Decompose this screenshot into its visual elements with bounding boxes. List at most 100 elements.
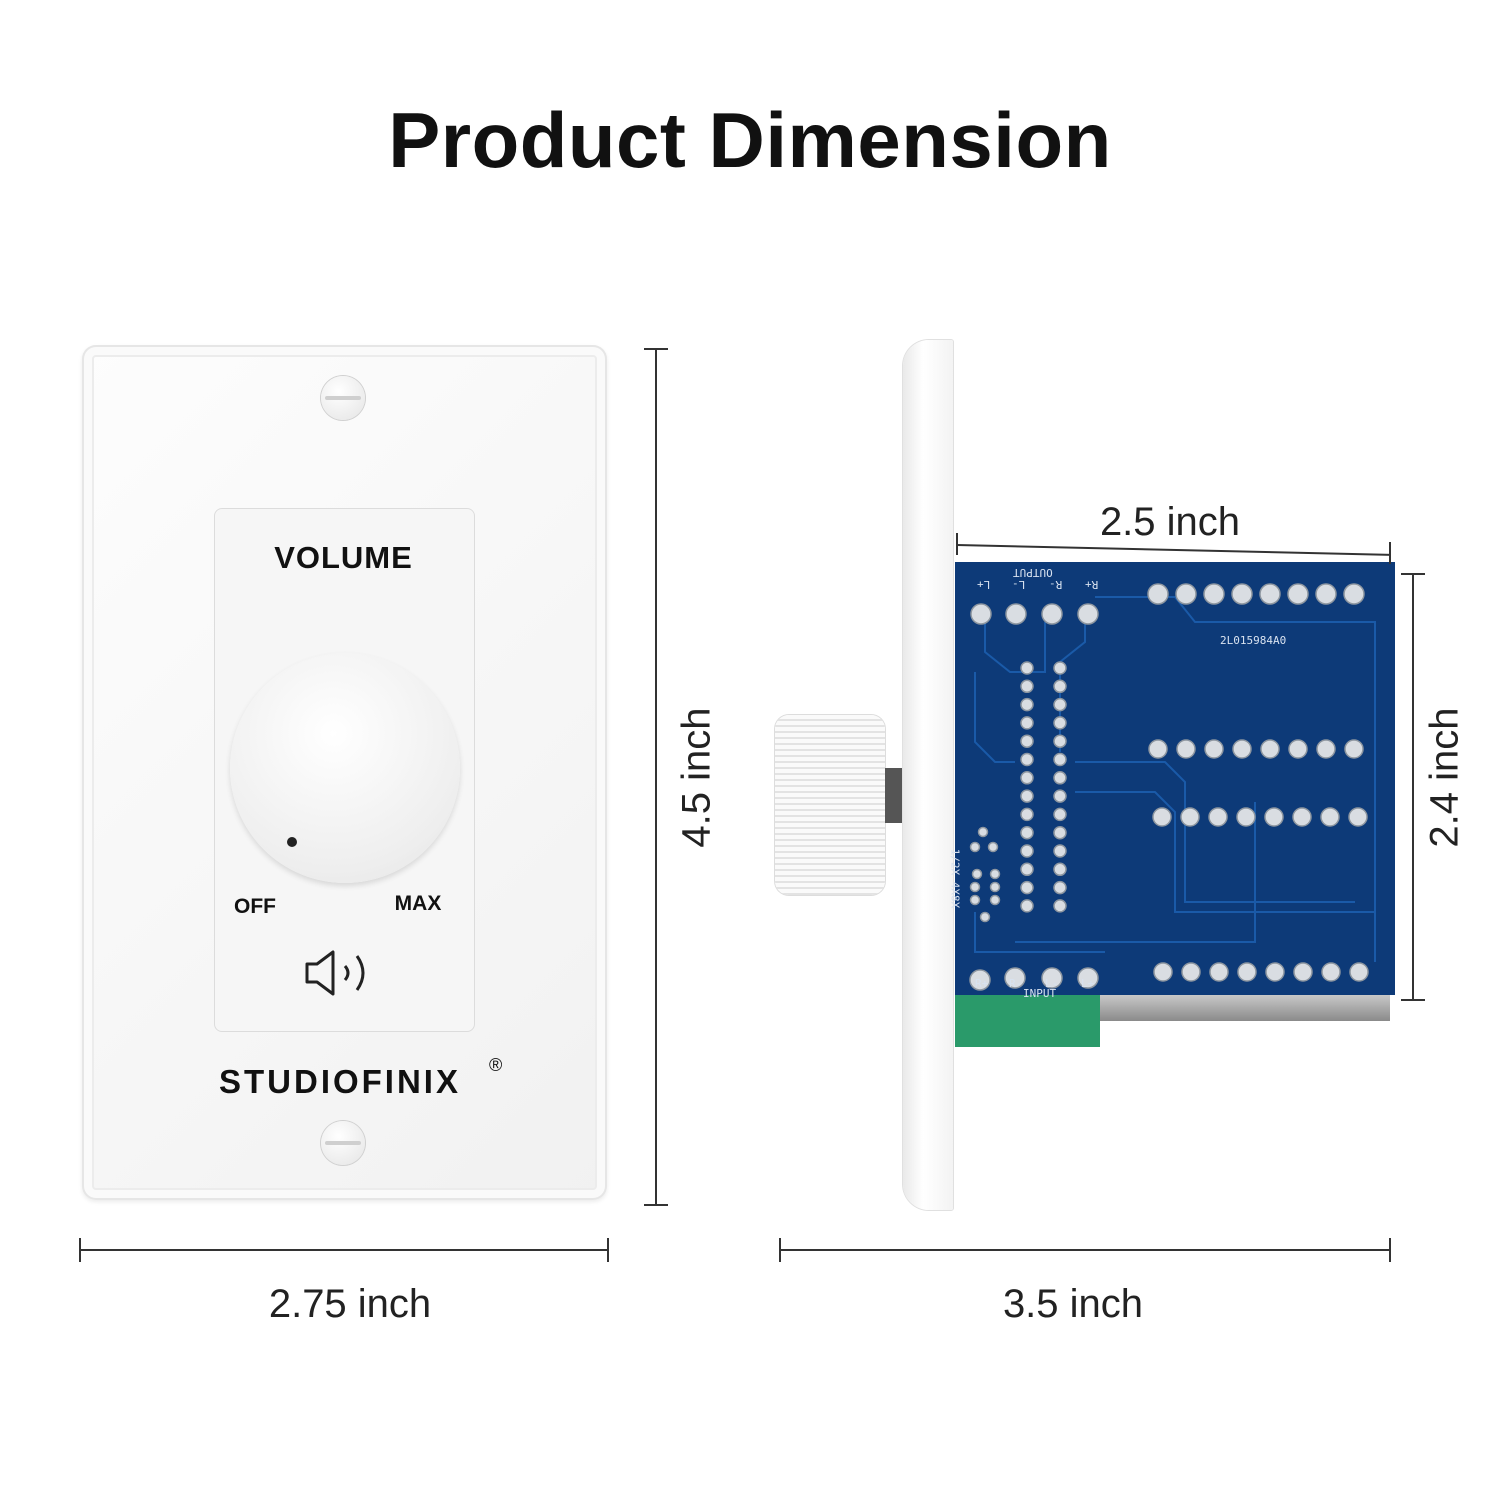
solder-pad (1259, 583, 1281, 605)
pcb-height-dimension-line (1412, 573, 1414, 1000)
solder-pad (989, 868, 1001, 880)
solder-pad (1203, 583, 1225, 605)
solder-pad (969, 841, 981, 853)
knob-indicator-dot (287, 837, 297, 847)
solder-pad (969, 969, 991, 991)
pcb-trace (974, 672, 1015, 763)
wall-plate-side (903, 340, 953, 1210)
pcb-trace (1075, 761, 1355, 903)
output-pin-label: L- (1012, 578, 1026, 591)
solder-pad (1204, 739, 1224, 759)
solder-pad (1180, 807, 1200, 827)
solder-pad (1053, 752, 1067, 767)
max-label: MAX (394, 892, 442, 915)
solder-pad (1231, 583, 1253, 605)
pcb-height-label: 2.4 inch (1422, 707, 1467, 848)
solder-pad (1148, 739, 1168, 759)
solder-pad (1320, 807, 1340, 827)
solder-pad (1053, 844, 1067, 858)
screw-top (321, 376, 365, 420)
dimension-tick (1389, 542, 1391, 564)
solder-pad (1349, 962, 1369, 982)
dimension-tick (956, 533, 958, 555)
solder-pad (1152, 807, 1172, 827)
dimension-tick (779, 1238, 781, 1262)
speaker-volume-icon (305, 950, 365, 996)
solder-pad (1053, 679, 1067, 694)
front-height-label: 4.5 inch (674, 707, 719, 848)
solder-pad (1053, 807, 1067, 822)
pcb-pads (969, 583, 1376, 991)
solder-pad (1053, 734, 1067, 748)
solder-pad (1020, 697, 1034, 712)
output-pin-label: L+ (977, 578, 991, 591)
solder-pad (1208, 807, 1228, 827)
pcb-trace (974, 912, 1105, 953)
solder-pad (1053, 880, 1067, 895)
knob-shaft (885, 768, 903, 823)
solder-pad (971, 868, 983, 880)
solder-pad (1232, 739, 1252, 759)
dimension-tick (644, 1204, 668, 1206)
front-width-label: 2.75 inch (268, 1282, 432, 1326)
output-pin-label: R+ (1085, 578, 1099, 591)
page-title: Product Dimension (388, 96, 1112, 184)
solder-pad (979, 911, 991, 923)
solder-pad (1288, 739, 1308, 759)
solder-pad (970, 603, 992, 625)
solder-pad (1020, 734, 1034, 748)
solder-pad (1175, 583, 1197, 605)
screw-bottom (321, 1121, 365, 1165)
pcb-width-label: 2.5 inch (1099, 500, 1241, 544)
dimension-tick (1401, 999, 1425, 1001)
solder-pad (1053, 825, 1067, 840)
solder-pad (1077, 603, 1099, 625)
input-pin-label: L- (1045, 977, 1059, 990)
solder-pad (1020, 862, 1034, 877)
solder-pad (1321, 962, 1341, 982)
solder-pad (1260, 739, 1280, 759)
solder-pad (1316, 739, 1336, 759)
side-depth-label: 3.5 inch (1002, 1282, 1144, 1326)
solder-pad (1053, 862, 1067, 877)
pcb-trace (1015, 802, 1256, 943)
solder-pad (1020, 807, 1034, 822)
solder-pad (1020, 771, 1034, 785)
dimension-tick (1401, 573, 1425, 575)
solder-pad (1209, 962, 1229, 982)
solder-pad (1292, 807, 1312, 827)
solder-pad (1293, 962, 1313, 982)
volume-knob[interactable] (230, 653, 460, 883)
solder-pad (1236, 807, 1256, 827)
circuit-board: OUTPUT L+ L- R- R+ 2L015984A0 1/2X 4X8X … (948, 562, 1395, 1000)
solder-pad (1020, 752, 1034, 767)
input-pin-label: R+ (975, 977, 989, 990)
solder-pad (1181, 962, 1201, 982)
registered-mark: ® (489, 1055, 503, 1075)
solder-pad (1053, 716, 1067, 730)
solder-pad (1005, 603, 1027, 625)
solder-pad (1147, 583, 1169, 605)
solder-pad (1344, 739, 1364, 759)
solder-pad (1020, 899, 1034, 913)
solder-pad (1020, 880, 1034, 895)
solder-pad (1053, 697, 1067, 712)
pcb-trace (1095, 596, 1376, 962)
solder-pad (1343, 583, 1365, 605)
solder-pad (1287, 583, 1309, 605)
solder-pad (1020, 716, 1034, 730)
solder-pad (1041, 967, 1063, 989)
solder-pad (989, 881, 1001, 893)
solder-pad (969, 881, 981, 893)
solder-pad (1053, 899, 1067, 913)
solder-pad (1020, 844, 1034, 858)
input-label: INPUT (1023, 987, 1057, 1000)
solder-pad (1020, 679, 1034, 694)
solder-pad (1265, 962, 1285, 982)
terminal-block (955, 995, 1100, 1047)
solder-pad (1348, 807, 1368, 827)
pcb-trace (984, 617, 1046, 673)
volume-label: VOLUME (274, 540, 413, 575)
solder-pad (1053, 771, 1067, 785)
dimension-tick (79, 1238, 81, 1262)
